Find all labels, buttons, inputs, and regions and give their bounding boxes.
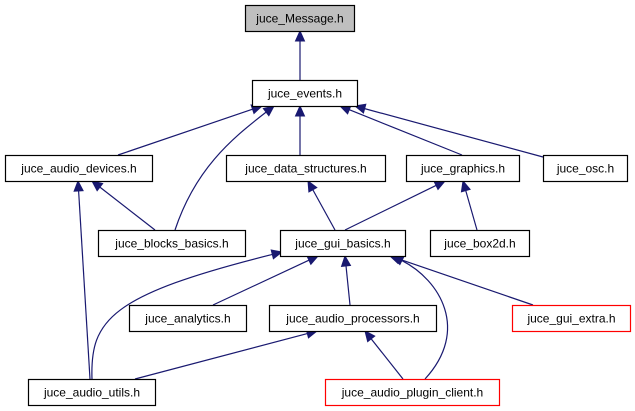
node-box2d[interactable]: juce_box2d.h — [429, 229, 531, 258]
edge-line — [349, 109, 463, 156]
edge-line — [117, 108, 253, 156]
arrowhead-icon — [307, 179, 318, 193]
node-label: juce_gui_extra.h — [526, 312, 615, 326]
edge-data-structures-to-events — [294, 104, 306, 155]
edge-line — [401, 260, 449, 380]
edge-line — [370, 338, 404, 380]
node-msg: juce_Message.h — [244, 4, 356, 33]
node-label: juce_audio_plugin_client.h — [341, 386, 483, 400]
edge-audio-utils-to-gui-basics — [91, 249, 284, 380]
edge-line — [212, 259, 310, 306]
edge-blocks-basics-to-events — [174, 105, 275, 231]
node-box — [225, 154, 387, 183]
node-gui-basics[interactable]: juce_gui_basics.h — [279, 229, 407, 258]
node-label: juce_blocks_basics.h — [114, 237, 228, 251]
node-label: juce_gui_basics.h — [294, 237, 390, 251]
edge-audio-plugin-client-to-audio-processors — [364, 330, 404, 380]
arrowhead-icon — [294, 104, 306, 117]
edge-box2d-to-graphics — [460, 179, 478, 231]
node-graphics[interactable]: juce_graphics.h — [405, 154, 521, 183]
edge-line — [99, 186, 156, 231]
node-label: juce_data_structures.h — [244, 162, 366, 176]
node-audio-processors[interactable]: juce_audio_processors.h — [268, 304, 438, 333]
arrowhead-icon — [460, 179, 471, 193]
node-data-structures[interactable]: juce_data_structures.h — [225, 154, 387, 183]
node-box — [542, 154, 629, 183]
edge-audio-utils-to-audio-processors — [134, 328, 319, 380]
node-box — [27, 378, 157, 407]
edge-audio-utils-to-audio-devices — [73, 179, 91, 380]
node-label: juce_graphics.h — [420, 162, 505, 176]
node-box — [279, 229, 407, 258]
node-events[interactable]: juce_events.h — [251, 79, 359, 108]
edge-events-to-msg — [294, 29, 306, 80]
node-label: juce_audio_devices.h — [20, 162, 136, 176]
edge-line — [174, 111, 267, 231]
edge-line — [399, 258, 534, 306]
node-blocks-basics[interactable]: juce_blocks_basics.h — [97, 229, 247, 258]
edge-audio-processors-to-gui-basics — [340, 254, 352, 306]
arrowhead-icon — [340, 254, 352, 267]
node-box — [244, 4, 356, 33]
node-label: juce_osc.h — [556, 162, 614, 176]
arrowhead-icon — [270, 249, 284, 260]
node-label: juce_analytics.h — [144, 312, 230, 326]
edge-line — [364, 108, 544, 158]
edge-gui-basics-to-graphics — [344, 180, 447, 231]
edge-line — [91, 253, 273, 380]
node-box — [511, 304, 632, 333]
node-label: juce_audio_processors.h — [285, 312, 419, 326]
edge-gui-extra-to-gui-basics — [388, 254, 534, 306]
arrowhead-icon — [306, 255, 320, 266]
arrowhead-icon — [294, 29, 306, 42]
node-gui-extra[interactable]: juce_gui_extra.h — [511, 304, 632, 333]
node-box — [324, 378, 501, 407]
node-audio-utils[interactable]: juce_audio_utils.h — [27, 378, 157, 407]
edge-line — [465, 190, 478, 231]
node-label: juce_box2d.h — [443, 237, 515, 251]
node-osc[interactable]: juce_osc.h — [542, 154, 629, 183]
edge-analytics-to-gui-basics — [212, 255, 320, 306]
node-box — [268, 304, 438, 333]
arrowhead-icon — [433, 180, 447, 191]
arrowhead-icon — [73, 179, 84, 192]
arrowhead-icon — [91, 180, 104, 192]
arrowhead-icon — [364, 330, 376, 343]
node-box — [128, 304, 248, 333]
edge-line — [345, 265, 351, 306]
node-label: juce_events.h — [267, 87, 342, 101]
node-box — [4, 154, 154, 183]
edge-gui-basics-to-data-structures — [307, 179, 336, 231]
edge-line — [312, 189, 336, 231]
edge-osc-to-events — [353, 103, 544, 158]
node-box — [251, 79, 359, 108]
node-label: juce_audio_utils.h — [43, 386, 140, 400]
arrowhead-icon — [262, 105, 275, 117]
edge-blocks-basics-to-audio-devices — [91, 180, 156, 231]
node-box — [405, 154, 521, 183]
edge-audio-devices-to-events — [117, 104, 264, 156]
edge-line — [344, 184, 437, 231]
node-audio-plugin-client[interactable]: juce_audio_plugin_client.h — [324, 378, 501, 407]
node-box — [97, 229, 247, 258]
edge-line — [134, 332, 308, 380]
node-audio-devices[interactable]: juce_audio_devices.h — [4, 154, 154, 183]
node-label: juce_Message.h — [255, 12, 343, 26]
edge-line — [78, 190, 91, 380]
node-analytics[interactable]: juce_analytics.h — [128, 304, 248, 333]
node-box — [429, 229, 531, 258]
